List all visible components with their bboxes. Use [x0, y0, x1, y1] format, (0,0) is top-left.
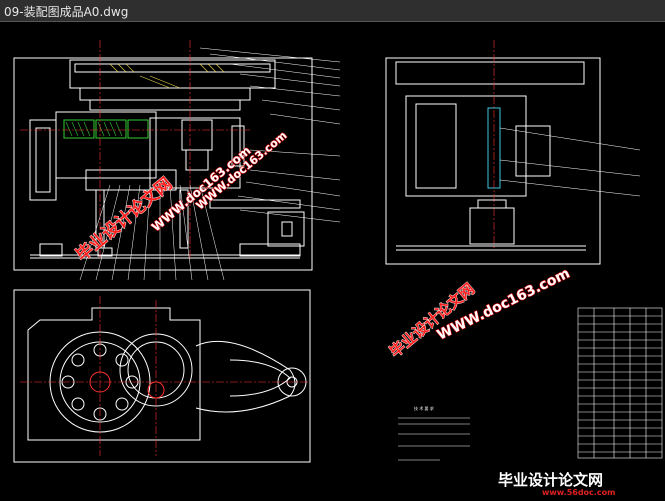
front-view: [13, 40, 341, 281]
side-view: [385, 40, 641, 265]
site-brand[interactable]: 毕业设计论文网 www.56doc.com: [494, 469, 659, 497]
parts-list: [577, 307, 663, 459]
brand-url: www.56doc.com: [542, 488, 615, 497]
brand-name: 毕业设计论文网: [498, 471, 603, 489]
tech-notes-heading: 技 术 要 求: [414, 405, 434, 411]
watermarks: 毕业设计论文网 WWW.doc163.com WWW.doc163.com 毕业…: [71, 128, 573, 361]
cad-drawing: 技 术 要 求 毕业设计论文网 WWW.doc163.com WWW.doc16…: [13, 40, 663, 463]
window-title: 09-装配图成品A0.dwg: [4, 5, 129, 19]
drawing-canvas[interactable]: 技 术 要 求 毕业设计论文网 WWW.doc163.com WWW.doc16…: [0, 22, 665, 501]
tech-notes: 技 术 要 求: [398, 405, 470, 461]
top-view: [13, 289, 311, 463]
title-bar: 09-装配图成品A0.dwg: [0, 0, 665, 22]
